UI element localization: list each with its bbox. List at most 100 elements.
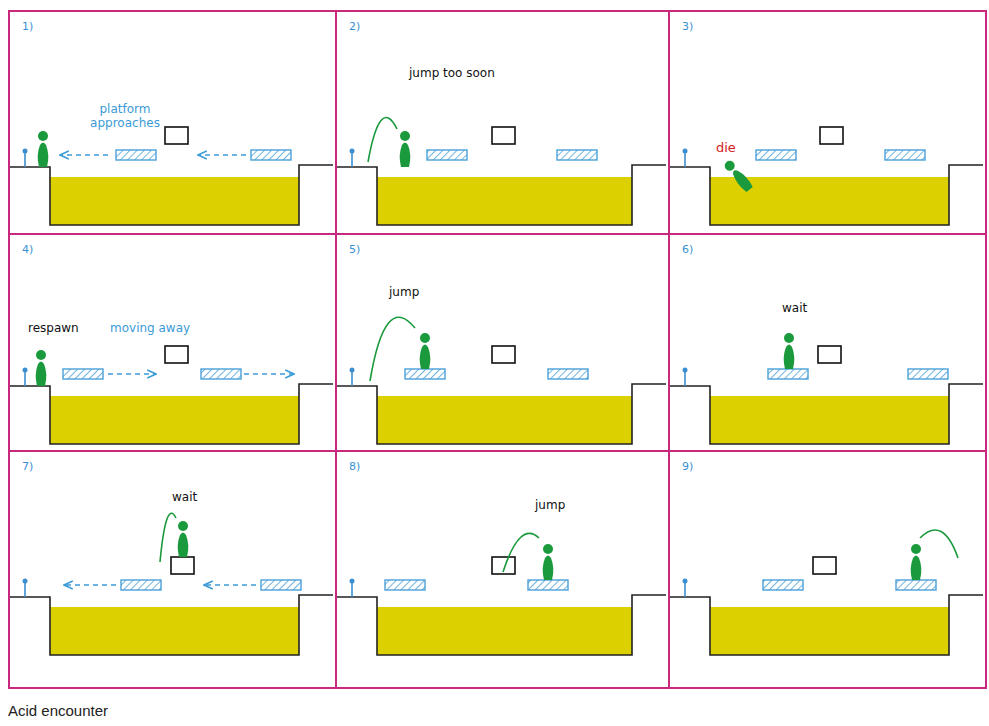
panel-scene bbox=[670, 127, 983, 225]
storyboard-panel: 9) bbox=[668, 450, 987, 689]
panel-scene bbox=[10, 346, 333, 444]
panel-number: 1) bbox=[22, 20, 33, 33]
character-body bbox=[784, 345, 795, 370]
ground-outline bbox=[670, 384, 983, 444]
checkpoint-marker bbox=[23, 368, 28, 373]
player-character bbox=[400, 131, 411, 167]
moving-platform bbox=[528, 580, 568, 590]
character-body bbox=[36, 362, 47, 387]
annotation: jump bbox=[389, 285, 419, 299]
obstacle-block bbox=[813, 557, 836, 574]
moving-platform bbox=[908, 369, 948, 379]
moving-platform bbox=[261, 580, 301, 590]
checkpoint-pole bbox=[351, 371, 353, 386]
checkpoint-pole bbox=[684, 582, 686, 597]
ground-outline bbox=[10, 384, 333, 444]
character-body bbox=[730, 167, 754, 193]
checkpoint-pole bbox=[351, 582, 353, 597]
annotation: respawn bbox=[28, 321, 79, 335]
moving-platform bbox=[427, 150, 467, 160]
panel-scene bbox=[670, 333, 983, 444]
checkpoint-marker bbox=[683, 368, 688, 373]
checkpoint-pole bbox=[24, 152, 26, 167]
character-body bbox=[400, 143, 411, 168]
jump-arc bbox=[368, 118, 397, 162]
annotation: wait bbox=[172, 490, 197, 504]
acid-pool bbox=[50, 396, 299, 444]
panel-number: 4) bbox=[22, 243, 33, 256]
obstacle-block bbox=[165, 346, 188, 363]
moving-platform bbox=[768, 369, 808, 379]
jump-arc bbox=[370, 317, 415, 381]
storyboard-panel: 8)jump bbox=[335, 450, 670, 689]
moving-platform bbox=[885, 150, 925, 160]
obstacle-block bbox=[492, 127, 515, 144]
motion-arrow bbox=[198, 154, 246, 155]
annotation: moving away bbox=[110, 321, 190, 335]
moving-platform bbox=[201, 369, 241, 379]
character-head bbox=[784, 333, 794, 343]
obstacle-block bbox=[171, 557, 194, 574]
motion-arrow bbox=[64, 584, 116, 585]
player-character bbox=[178, 521, 189, 557]
player-character bbox=[36, 350, 47, 386]
checkpoint-pole bbox=[24, 371, 26, 386]
acid-pool bbox=[377, 396, 632, 444]
checkpoint-pole bbox=[24, 582, 26, 597]
player-character bbox=[420, 333, 431, 369]
storyboard-panel: 6) wait bbox=[668, 233, 987, 452]
jump-arc bbox=[160, 513, 176, 562]
panel-number: 9) bbox=[682, 460, 693, 473]
obstacle-block bbox=[818, 346, 841, 363]
character-head bbox=[178, 521, 188, 531]
checkpoint-marker bbox=[350, 368, 355, 373]
character-head bbox=[911, 544, 921, 554]
annotation: die bbox=[716, 140, 736, 156]
player-character bbox=[784, 333, 795, 369]
annotation: platform approaches bbox=[84, 102, 166, 131]
annotation: jump bbox=[535, 498, 565, 512]
character-head bbox=[723, 159, 737, 173]
moving-platform bbox=[896, 580, 936, 590]
ground-outline bbox=[337, 384, 666, 444]
panel-number: 2) bbox=[349, 20, 360, 33]
acid-pool bbox=[377, 177, 632, 225]
annotation: jump too soon bbox=[409, 66, 495, 80]
ground-outline bbox=[337, 165, 666, 225]
moving-platform bbox=[63, 369, 103, 379]
panel-scene bbox=[670, 530, 983, 655]
caption: Acid encounter bbox=[8, 702, 108, 719]
checkpoint-marker bbox=[350, 579, 355, 584]
character-head bbox=[400, 131, 410, 141]
panel-number: 5) bbox=[349, 243, 360, 256]
player-character bbox=[543, 544, 554, 580]
motion-arrow bbox=[204, 584, 256, 585]
annotation: wait bbox=[782, 301, 807, 315]
acid-pool bbox=[50, 607, 299, 655]
panel-number: 7) bbox=[22, 460, 33, 473]
checkpoint-marker bbox=[683, 579, 688, 584]
storyboard-panel: 4) respawn moving away bbox=[8, 233, 337, 452]
motion-arrow bbox=[108, 373, 156, 374]
checkpoint-marker bbox=[23, 149, 28, 154]
moving-platform bbox=[121, 580, 161, 590]
character-head bbox=[420, 333, 430, 343]
character-head bbox=[543, 544, 553, 554]
panel-scene bbox=[337, 118, 666, 225]
panel-number: 3) bbox=[682, 20, 693, 33]
checkpoint-marker bbox=[350, 149, 355, 154]
panel-scene bbox=[337, 533, 666, 655]
player-character bbox=[911, 544, 922, 580]
checkpoint-marker bbox=[683, 149, 688, 154]
moving-platform bbox=[548, 369, 588, 379]
storyboard-panel: 7) wait bbox=[8, 450, 337, 689]
motion-arrow bbox=[244, 373, 294, 374]
checkpoint-pole bbox=[684, 371, 686, 386]
character-body bbox=[178, 533, 189, 558]
panel-number: 6) bbox=[682, 243, 693, 256]
obstacle-block bbox=[165, 127, 188, 144]
storyboard-panel: 1) platform approaches bbox=[8, 10, 337, 235]
jump-arc bbox=[920, 530, 958, 558]
ground-outline bbox=[337, 595, 666, 655]
moving-platform bbox=[756, 150, 796, 160]
